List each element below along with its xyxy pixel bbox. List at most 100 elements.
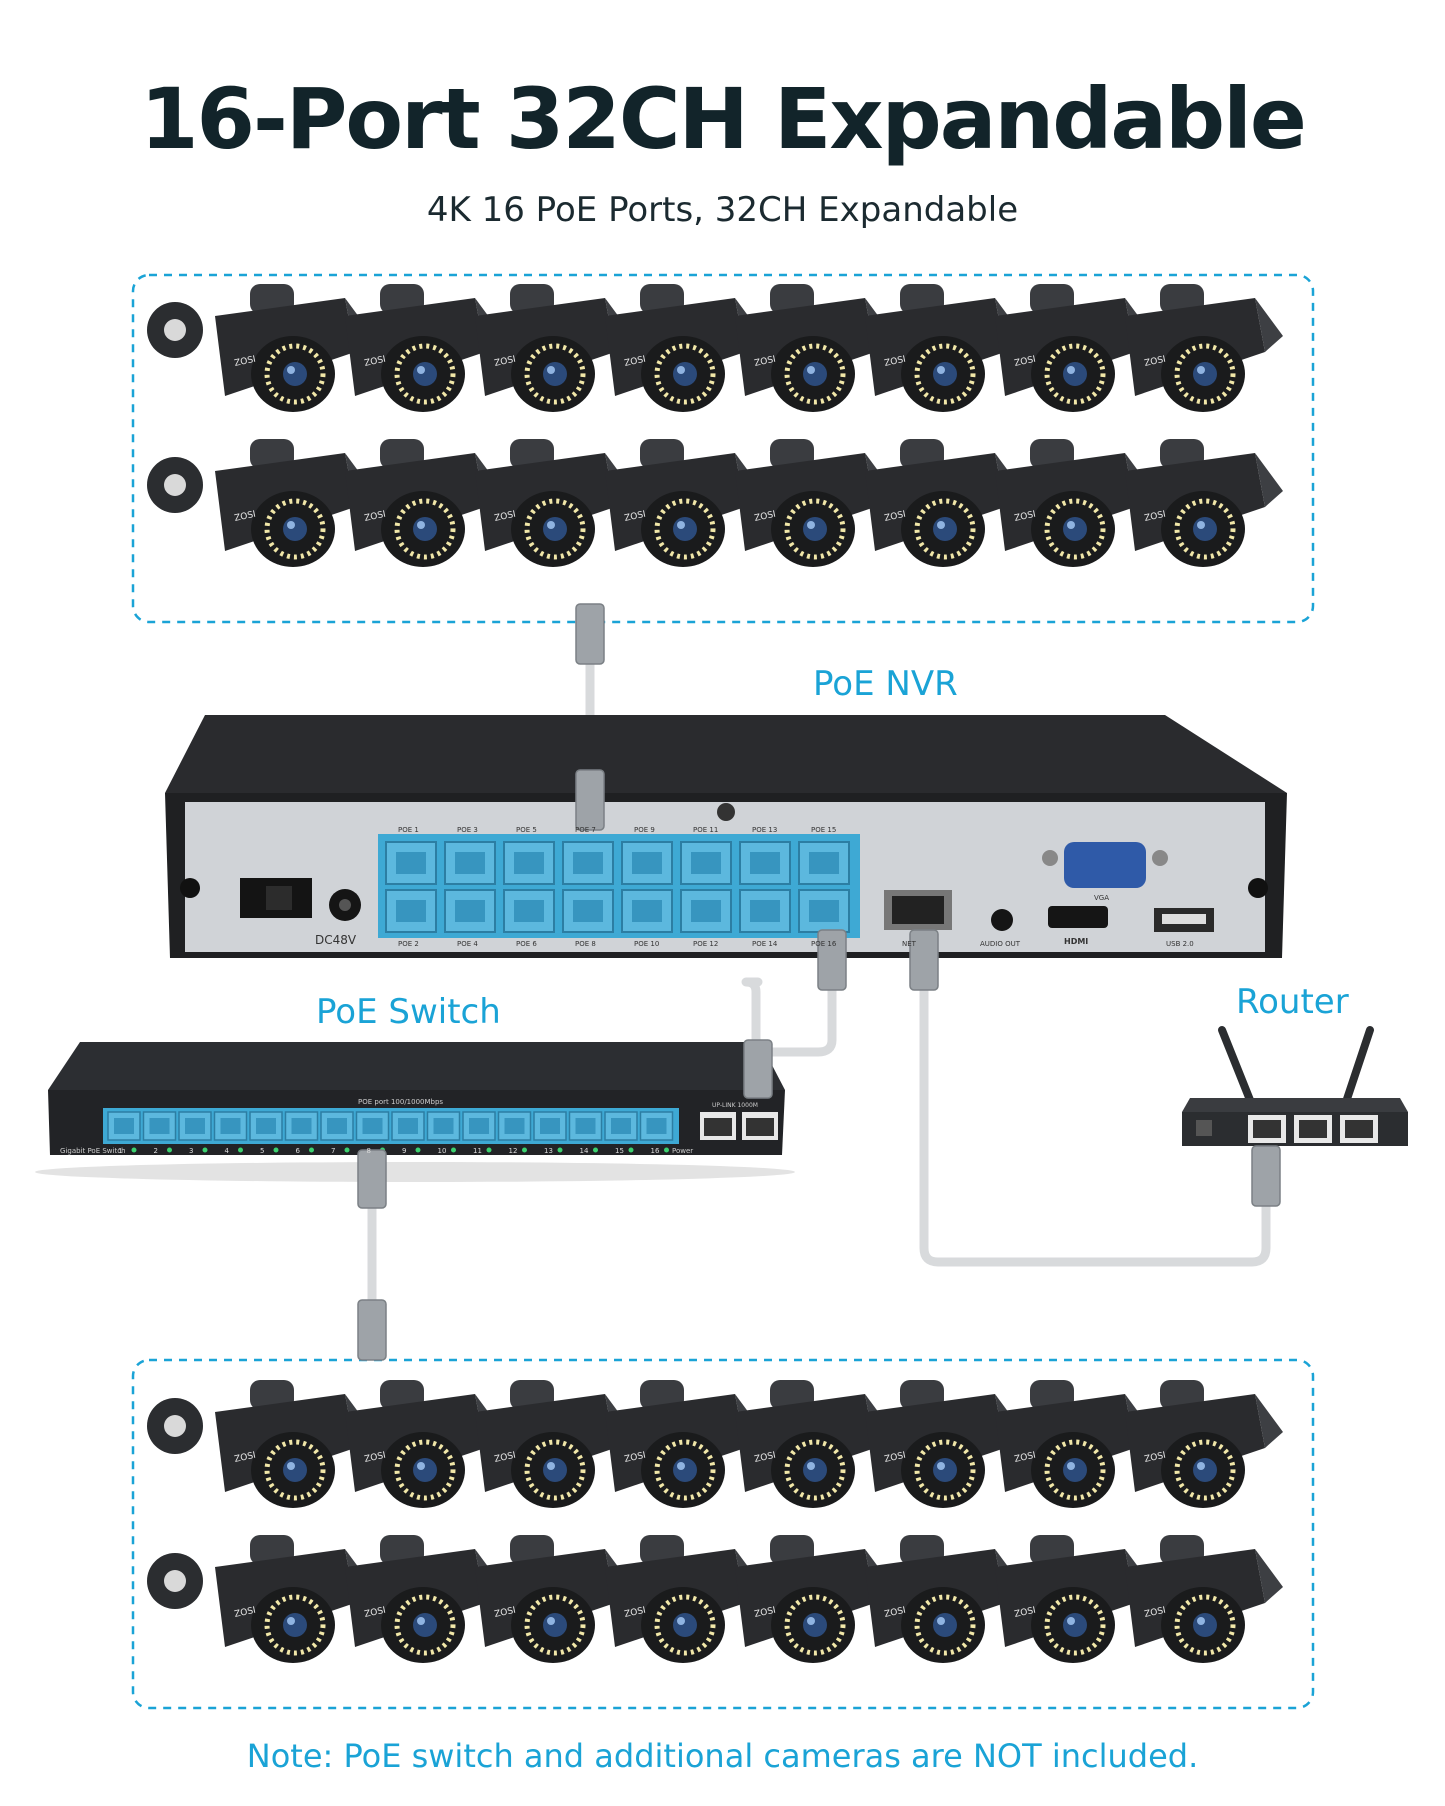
svg-text:ZOSI: ZOSI bbox=[884, 510, 907, 524]
camera-bottom-r2-c8: ZOSI bbox=[1125, 1535, 1283, 1663]
nvr-poe-port bbox=[739, 841, 791, 885]
net-label: NET bbox=[902, 940, 917, 948]
switch-port-led bbox=[593, 1147, 598, 1153]
svg-text:ZOSI: ZOSI bbox=[1014, 1606, 1037, 1620]
switch-port-led bbox=[273, 1147, 279, 1153]
svg-text:ZOSI: ZOSI bbox=[234, 1606, 257, 1620]
camera-bottom-r2-c2: ZOSI bbox=[345, 1535, 503, 1663]
nvr-port-label-bottom: POE 14 bbox=[752, 940, 778, 948]
switch-poe-port bbox=[284, 1111, 319, 1141]
camera-bottom-r1-c7: ZOSI bbox=[995, 1380, 1153, 1508]
svg-text:ZOSI: ZOSI bbox=[1144, 1606, 1167, 1620]
switch-poe-port bbox=[249, 1111, 283, 1141]
switch-port-number: 14 bbox=[580, 1147, 589, 1155]
audio-label: AUDIO OUT bbox=[980, 940, 1021, 948]
nvr-poe-port bbox=[503, 889, 555, 933]
nvr-poe-port bbox=[798, 889, 850, 933]
svg-text:ZOSI: ZOSI bbox=[884, 1606, 907, 1620]
dc48v-label: DC48V bbox=[315, 933, 357, 947]
nvr-poe-port bbox=[739, 889, 791, 933]
nvr-port-label-bottom: POE 12 bbox=[693, 940, 718, 948]
nvr-port-label-top: POE 13 bbox=[752, 826, 777, 834]
router-antenna-left bbox=[1218, 1026, 1256, 1109]
svg-text:ZOSI: ZOSI bbox=[624, 355, 647, 369]
svg-text:ZOSI: ZOSI bbox=[624, 1451, 647, 1465]
switch-port-led bbox=[309, 1147, 314, 1153]
audio-jack bbox=[991, 909, 1013, 931]
switch-port-led bbox=[451, 1147, 456, 1153]
camera-top-r1-c5: ZOSI bbox=[735, 284, 893, 412]
nvr-port-label-bottom: POE 16 bbox=[811, 940, 837, 948]
svg-text:ZOSI: ZOSI bbox=[754, 1606, 777, 1620]
device-text: DC48V NET VGA AUDIO OUT HDMI USB 2.0 POE… bbox=[60, 894, 1194, 1155]
nvr-poe-port bbox=[621, 841, 673, 885]
svg-text:ZOSI: ZOSI bbox=[1144, 355, 1167, 369]
camera-bottom-r1-c5: ZOSI bbox=[735, 1380, 893, 1508]
switch-port-number: 13 bbox=[544, 1147, 553, 1155]
switch-port-number: 5 bbox=[260, 1147, 264, 1155]
svg-text:ZOSI: ZOSI bbox=[624, 1606, 647, 1620]
nvr-port-label-top: POE 11 bbox=[693, 826, 718, 834]
rj45-connectors bbox=[357, 603, 1281, 1361]
nvr-port-label-bottom: POE 6 bbox=[516, 940, 537, 948]
camera-top-r1-c1: ZOSI bbox=[215, 284, 373, 412]
nvr-port-label-top: POE 1 bbox=[398, 826, 419, 834]
switch-model-label: Gigabit PoE Switch bbox=[60, 1147, 126, 1155]
nvr-port-label-top: POE 15 bbox=[811, 826, 836, 834]
camera-top-r2-c2: ZOSI bbox=[345, 439, 503, 567]
router-antenna-right bbox=[1341, 1026, 1374, 1109]
svg-text:ZOSI: ZOSI bbox=[1144, 1451, 1167, 1465]
switch-port-led bbox=[131, 1147, 137, 1153]
camera-top-r2-c1: ZOSI bbox=[215, 439, 373, 567]
nvr-port-label-top: POE 7 bbox=[575, 826, 596, 834]
camera-top-r1-c6: ZOSI bbox=[865, 284, 1023, 412]
switch-port-number: 15 bbox=[615, 1147, 624, 1155]
svg-text:ZOSI: ZOSI bbox=[884, 355, 907, 369]
switch-port-led bbox=[415, 1147, 421, 1153]
nvr-port-label-top: POE 3 bbox=[457, 826, 478, 834]
switch-port-number: 12 bbox=[509, 1147, 518, 1155]
svg-text:ZOSI: ZOSI bbox=[234, 510, 257, 524]
svg-text:ZOSI: ZOSI bbox=[624, 510, 647, 524]
router-ports bbox=[1248, 1115, 1378, 1143]
nvr-port-label-top: POE 9 bbox=[634, 826, 655, 834]
router-label: Router bbox=[1236, 982, 1349, 1022]
camera-bottom-r2-c7: ZOSI bbox=[995, 1535, 1153, 1663]
hdmi-port bbox=[1048, 906, 1108, 928]
camera-bottom-r2-c5: ZOSI bbox=[735, 1535, 893, 1663]
svg-text:ZOSI: ZOSI bbox=[754, 1451, 777, 1465]
switch-port-number: 4 bbox=[225, 1147, 230, 1155]
switch-port-led bbox=[664, 1147, 669, 1153]
nvr-poe-port bbox=[444, 889, 496, 933]
nvr-poe-port bbox=[562, 841, 614, 885]
page-title: 16-Port 32CH Expandable bbox=[140, 70, 1307, 168]
switch-port-led bbox=[344, 1147, 350, 1153]
switch-header-label: POE port 100/1000Mbps bbox=[358, 1098, 443, 1106]
cable-nvr-to-router bbox=[919, 970, 1271, 1267]
nvr-poe-port bbox=[798, 841, 850, 885]
camera-top-r1-c2: ZOSI bbox=[345, 284, 503, 412]
switch-poe-port bbox=[107, 1111, 141, 1141]
nvr-poe-port bbox=[562, 889, 614, 933]
switch-poe-port bbox=[320, 1111, 354, 1141]
switch-poe-port bbox=[213, 1111, 248, 1141]
camera-bottom-r2-c3: ZOSI bbox=[475, 1535, 633, 1663]
switch-port-led bbox=[628, 1147, 634, 1153]
camera-top-r2-c8: ZOSI bbox=[1125, 439, 1283, 567]
switch-port-number: 1 bbox=[118, 1147, 122, 1155]
camera-top-r2-c3: ZOSI bbox=[475, 439, 633, 567]
switch-power-label: Power bbox=[672, 1147, 693, 1155]
switch-poe-port bbox=[355, 1111, 390, 1141]
switch-port-number: 6 bbox=[296, 1147, 301, 1155]
switch-label: PoE Switch bbox=[316, 992, 501, 1032]
switch-poe-port bbox=[462, 1111, 496, 1141]
nvr-port-label-bottom: POE 8 bbox=[575, 940, 596, 948]
camera-top-r2-c4: ZOSI bbox=[605, 439, 763, 567]
switch-port-number: 3 bbox=[189, 1147, 193, 1155]
camera-bottom-r1-c4: ZOSI bbox=[605, 1380, 763, 1508]
switch-port-led bbox=[522, 1147, 527, 1153]
camera-group-bottom-frame bbox=[131, 1358, 1315, 1710]
camera-top-r1-c8: ZOSI bbox=[1125, 284, 1283, 412]
